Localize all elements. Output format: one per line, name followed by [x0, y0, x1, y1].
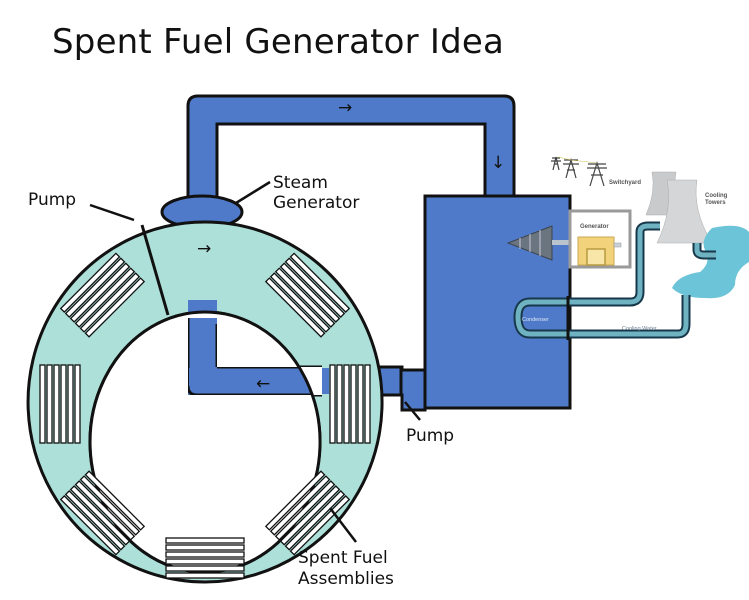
flow-arrow-top: →	[338, 98, 352, 118]
label-cooling-2: Towers	[705, 200, 726, 206]
label-spent-fuel-1: Spent Fuel	[298, 548, 388, 568]
fuel-rod	[357, 364, 364, 444]
fuel-rod	[274, 267, 336, 328]
fuel-assembly	[59, 470, 146, 556]
label-steam-2: Generator	[273, 193, 359, 213]
fuel-rod	[284, 257, 346, 318]
fuel-rod	[84, 470, 146, 531]
fuel-rod	[60, 364, 67, 444]
fuel-rod	[336, 364, 343, 444]
pump-bottom-leader	[404, 401, 421, 421]
fuel-rod	[39, 364, 46, 444]
fuel-rod	[59, 252, 121, 313]
fuel-assemblies	[39, 252, 371, 579]
fuel-rod	[53, 364, 60, 444]
fuel-rod	[329, 364, 336, 444]
fuel-rod	[79, 272, 141, 333]
fuel-rod	[343, 364, 350, 444]
switchyard-icon	[551, 156, 607, 187]
cooling-towers-icon	[645, 171, 713, 244]
fuel-rod	[279, 485, 341, 546]
flow-arrow-bottom: ←	[256, 374, 270, 394]
fuel-rod	[269, 475, 331, 536]
fuel-rod	[69, 262, 131, 323]
fuel-rod	[264, 277, 326, 338]
ring-pump-divider	[140, 224, 170, 316]
label-cooling-1: Cooling	[705, 193, 728, 199]
power-plant-illustration: Generator Switchyard Cooling Towers	[506, 156, 749, 340]
fuel-assembly	[165, 537, 245, 579]
fuel-rod	[67, 364, 74, 444]
fuel-assembly	[59, 252, 146, 338]
fuel-assembly	[264, 470, 351, 556]
ring-inner-hole	[90, 312, 323, 572]
fuel-rod	[289, 252, 351, 313]
fuel-rod	[74, 480, 136, 541]
fuel-rod	[46, 364, 53, 444]
cooling-water-pipe	[513, 221, 716, 339]
fuel-rod	[165, 551, 245, 558]
fuel-rod	[289, 495, 351, 556]
fuel-rod	[64, 490, 126, 551]
fuel-assembly	[329, 364, 371, 444]
spent-fuel-leader	[329, 507, 357, 543]
fuel-rod	[165, 558, 245, 565]
fuel-rod	[165, 572, 245, 579]
label-condenser: Condenser	[522, 317, 549, 323]
label-generator: Generator	[580, 224, 609, 230]
label-pump-bottom: Pump	[406, 426, 454, 446]
fuel-assembly	[39, 364, 81, 444]
fuel-rod	[269, 272, 331, 333]
fuel-rod	[74, 364, 81, 444]
label-cooling-water: Cooling Water	[622, 326, 657, 332]
flow-arrow-ring: →	[197, 239, 211, 259]
fuel-rod	[74, 267, 136, 328]
fuel-rod	[165, 565, 245, 572]
fuel-assembly	[264, 252, 351, 338]
fuel-rod	[264, 470, 326, 531]
label-pump-left: Pump	[28, 190, 76, 210]
steam-generator-leader	[235, 180, 271, 205]
turbine-icon	[506, 225, 572, 261]
label-switchyard: Switchyard	[609, 180, 641, 186]
fuel-rod	[165, 544, 245, 551]
fuel-rod	[350, 364, 357, 444]
cooling-water-reservoir	[672, 225, 749, 299]
flow-arrow-right: ↓	[491, 153, 505, 173]
pump-left-leader	[89, 203, 135, 222]
label-steam-1: Steam	[273, 173, 328, 193]
fuel-rod	[79, 475, 141, 536]
fuel-rod	[284, 490, 346, 551]
diagram-title: Spent Fuel Generator Idea	[52, 22, 505, 62]
fuel-rod	[165, 537, 245, 544]
fuel-rod	[59, 495, 121, 556]
fuel-rod	[84, 277, 146, 338]
fuel-rod	[274, 480, 336, 541]
fuel-rod	[69, 485, 131, 546]
fuel-rod	[279, 262, 341, 323]
label-spent-fuel-2: Assemblies	[298, 569, 394, 589]
fuel-rod	[64, 257, 126, 318]
fuel-rod	[364, 364, 371, 444]
